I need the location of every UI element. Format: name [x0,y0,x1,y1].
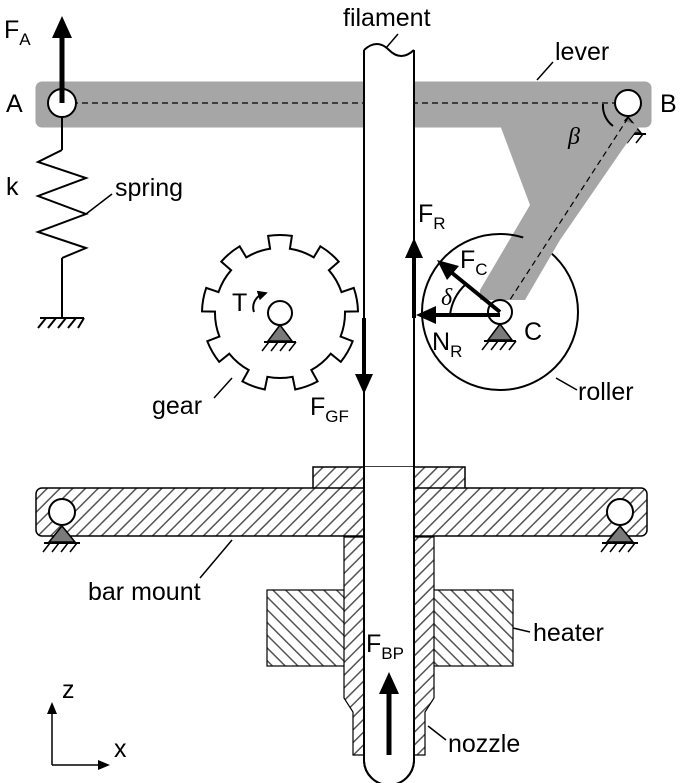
gear-support [261,323,297,352]
fa-label: FA [4,16,31,49]
point-b-label: B [660,90,677,118]
delta-arc [449,283,467,316]
heater-label: heater [533,619,604,647]
fc-label: FC [460,246,488,279]
beta-label: β [567,124,580,150]
torque-arrow [252,290,268,313]
fr-label: FR [418,200,446,233]
fc-arrow [444,266,502,314]
bar-mount-label: bar mount [88,578,201,606]
gear-axle [267,300,293,326]
nozzle-label: nozzle [448,730,520,758]
bar-mount-support-left [42,498,80,553]
leader-lines [85,33,578,741]
lever-label: lever [555,38,609,66]
bar-mount-support-right [600,498,638,553]
spring [35,118,89,318]
beta-arc [601,103,614,127]
axis-x-label: x [114,735,127,763]
spring-ground [37,317,85,329]
fbp-label: FBP [366,630,404,663]
point-a-label: A [6,90,23,118]
gear-label: gear [152,392,202,420]
roller-label: roller [578,378,634,406]
bar-mount [35,466,648,537]
nr-label: NR [432,328,462,361]
lever-arm-overlay [485,120,640,300]
roller-support [481,322,517,351]
k-label: k [6,173,19,201]
point-c-label: C [524,318,542,346]
axes [47,702,110,770]
roller [421,233,579,391]
fgf-label: FGF [310,393,349,426]
filament-label: filament [343,4,431,32]
torque-label: T [232,289,247,317]
filament-break [363,43,415,57]
axis-z-label: z [62,676,75,704]
spring-label: spring [115,174,183,202]
delta-label: δ [441,285,453,311]
